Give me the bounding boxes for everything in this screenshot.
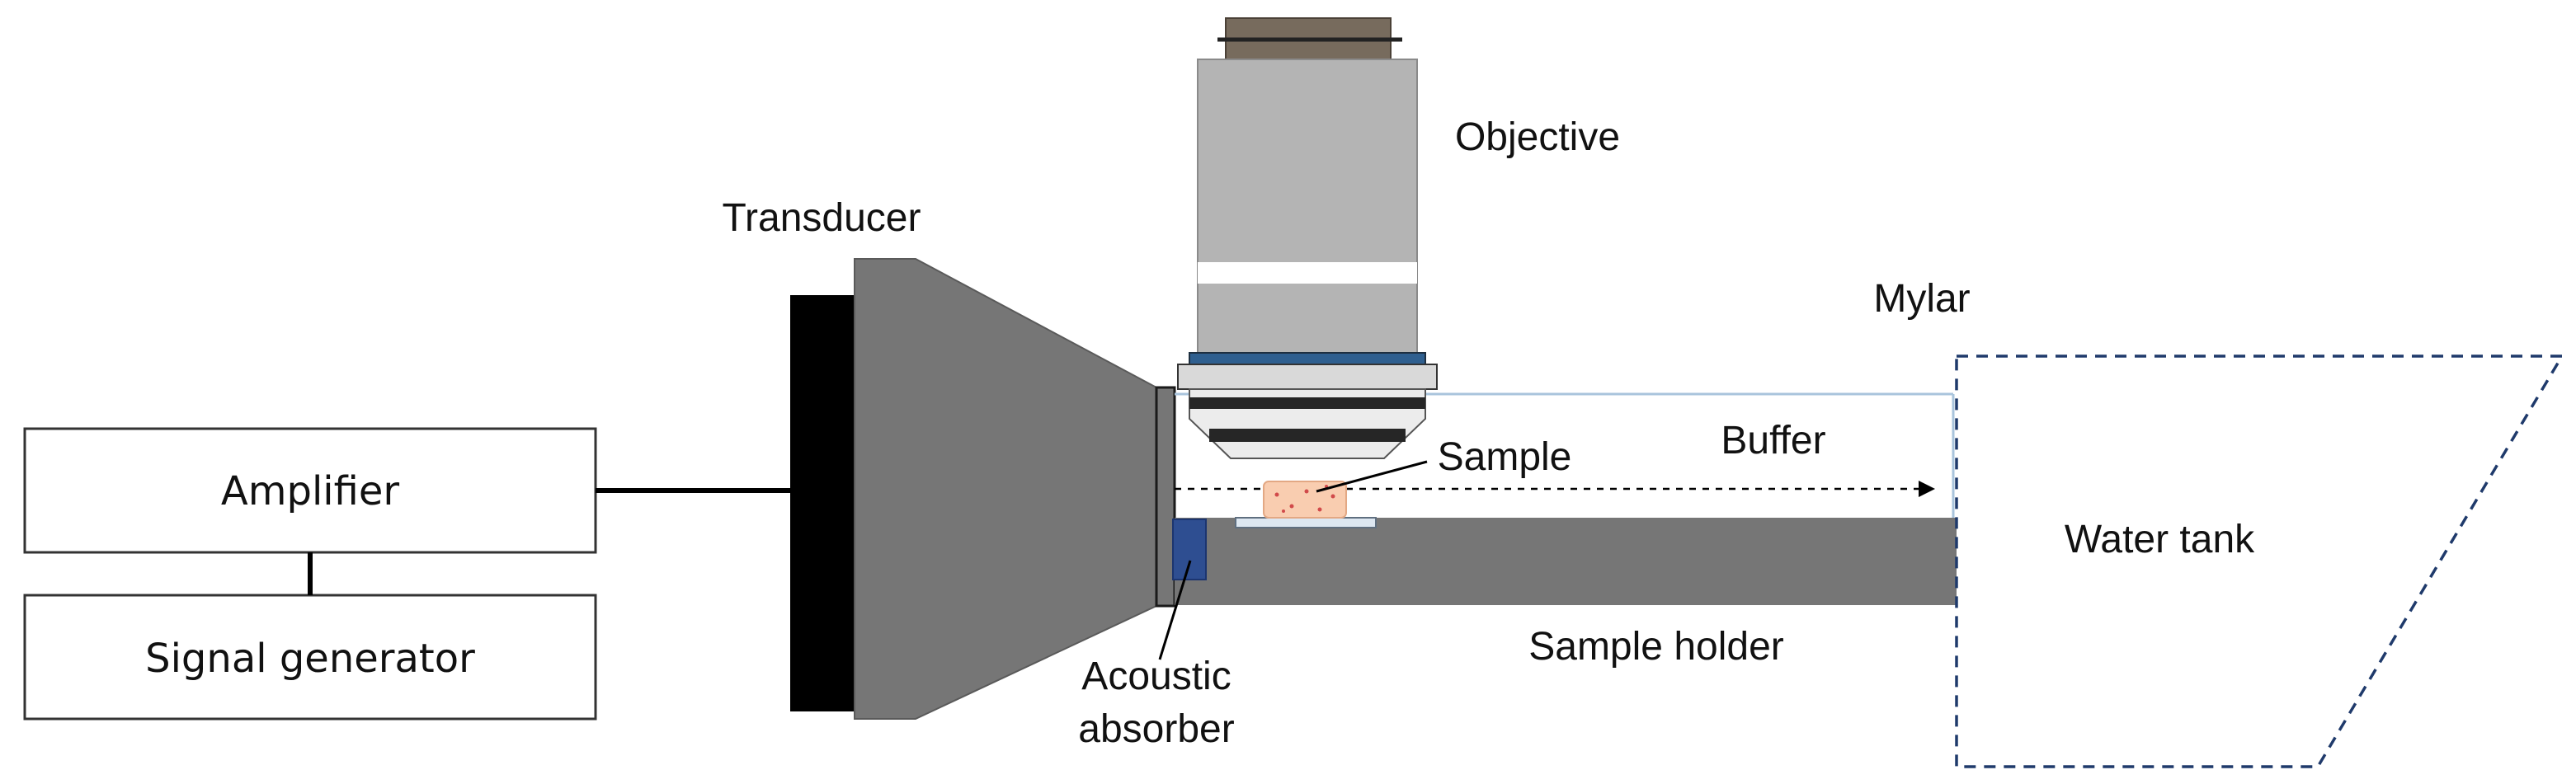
buffer-label: Buffer — [1721, 419, 1825, 462]
acoustic-absorber-label-line2: absorber — [1078, 707, 1234, 751]
signal-generator-label: Signal generator — [145, 636, 475, 682]
objective-body — [1197, 59, 1418, 357]
acoustic-absorber — [1172, 519, 1207, 580]
objective-label: Objective — [1455, 115, 1620, 159]
objective-flange — [1177, 364, 1438, 390]
transducer-label: Transducer — [723, 196, 921, 240]
sample-holder — [1175, 518, 1957, 605]
objective — [1177, 17, 1438, 459]
sample-holder-label: Sample holder — [1528, 625, 1784, 669]
sample-leader — [1316, 460, 1428, 493]
acoustic-absorber-label-line1: Acoustic — [1081, 655, 1231, 698]
transducer-backing — [790, 295, 855, 711]
signal-generator-box: Signal generator — [23, 594, 597, 721]
mylar-label: Mylar — [1873, 277, 1970, 321]
transducer-face — [1155, 386, 1176, 608]
amplifier-label: Amplifier — [221, 468, 400, 514]
transducer — [790, 258, 1176, 720]
objective-blue-ring — [1189, 352, 1426, 365]
amplifier-box: Amplifier — [23, 427, 597, 554]
sample-label: Sample — [1438, 435, 1572, 479]
acoustic-absorber-leader — [1158, 560, 1192, 660]
objective-white-band — [1198, 262, 1417, 284]
acoustic-path-arrowhead — [1919, 481, 1935, 497]
water-tank — [1955, 354, 2565, 768]
coverslip — [1235, 517, 1377, 528]
sample — [1263, 481, 1347, 519]
transducer-body — [854, 258, 1157, 720]
water-tank-label: Water tank — [2065, 518, 2255, 561]
